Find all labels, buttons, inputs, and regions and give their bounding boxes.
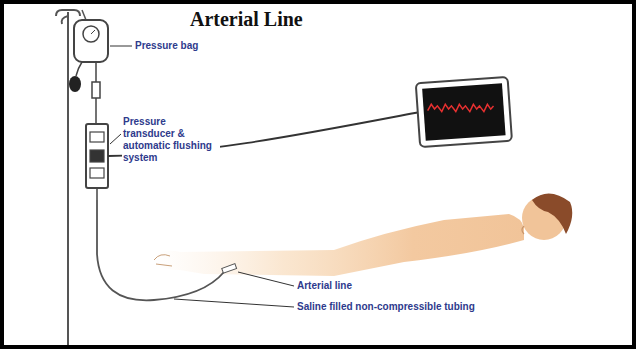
callout-label: Pressure bag bbox=[134, 40, 199, 52]
title: Arterial Line bbox=[190, 8, 303, 31]
callout-label: Saline filled non-compressible tubing bbox=[296, 301, 476, 313]
patient bbox=[154, 193, 572, 276]
saline-tubing bbox=[97, 200, 224, 300]
callout-label: Pressure transducer & automatic flushing… bbox=[122, 116, 220, 164]
canvas: Arterial LinePressure bagPressure transd… bbox=[4, 4, 632, 345]
transducer bbox=[86, 124, 108, 200]
pressure-bag bbox=[69, 10, 108, 124]
monitor bbox=[416, 77, 512, 147]
callout-label: Arterial line bbox=[296, 280, 353, 292]
arterial-catheter bbox=[222, 264, 237, 273]
illustration bbox=[4, 4, 632, 345]
leader-lines bbox=[110, 46, 294, 307]
